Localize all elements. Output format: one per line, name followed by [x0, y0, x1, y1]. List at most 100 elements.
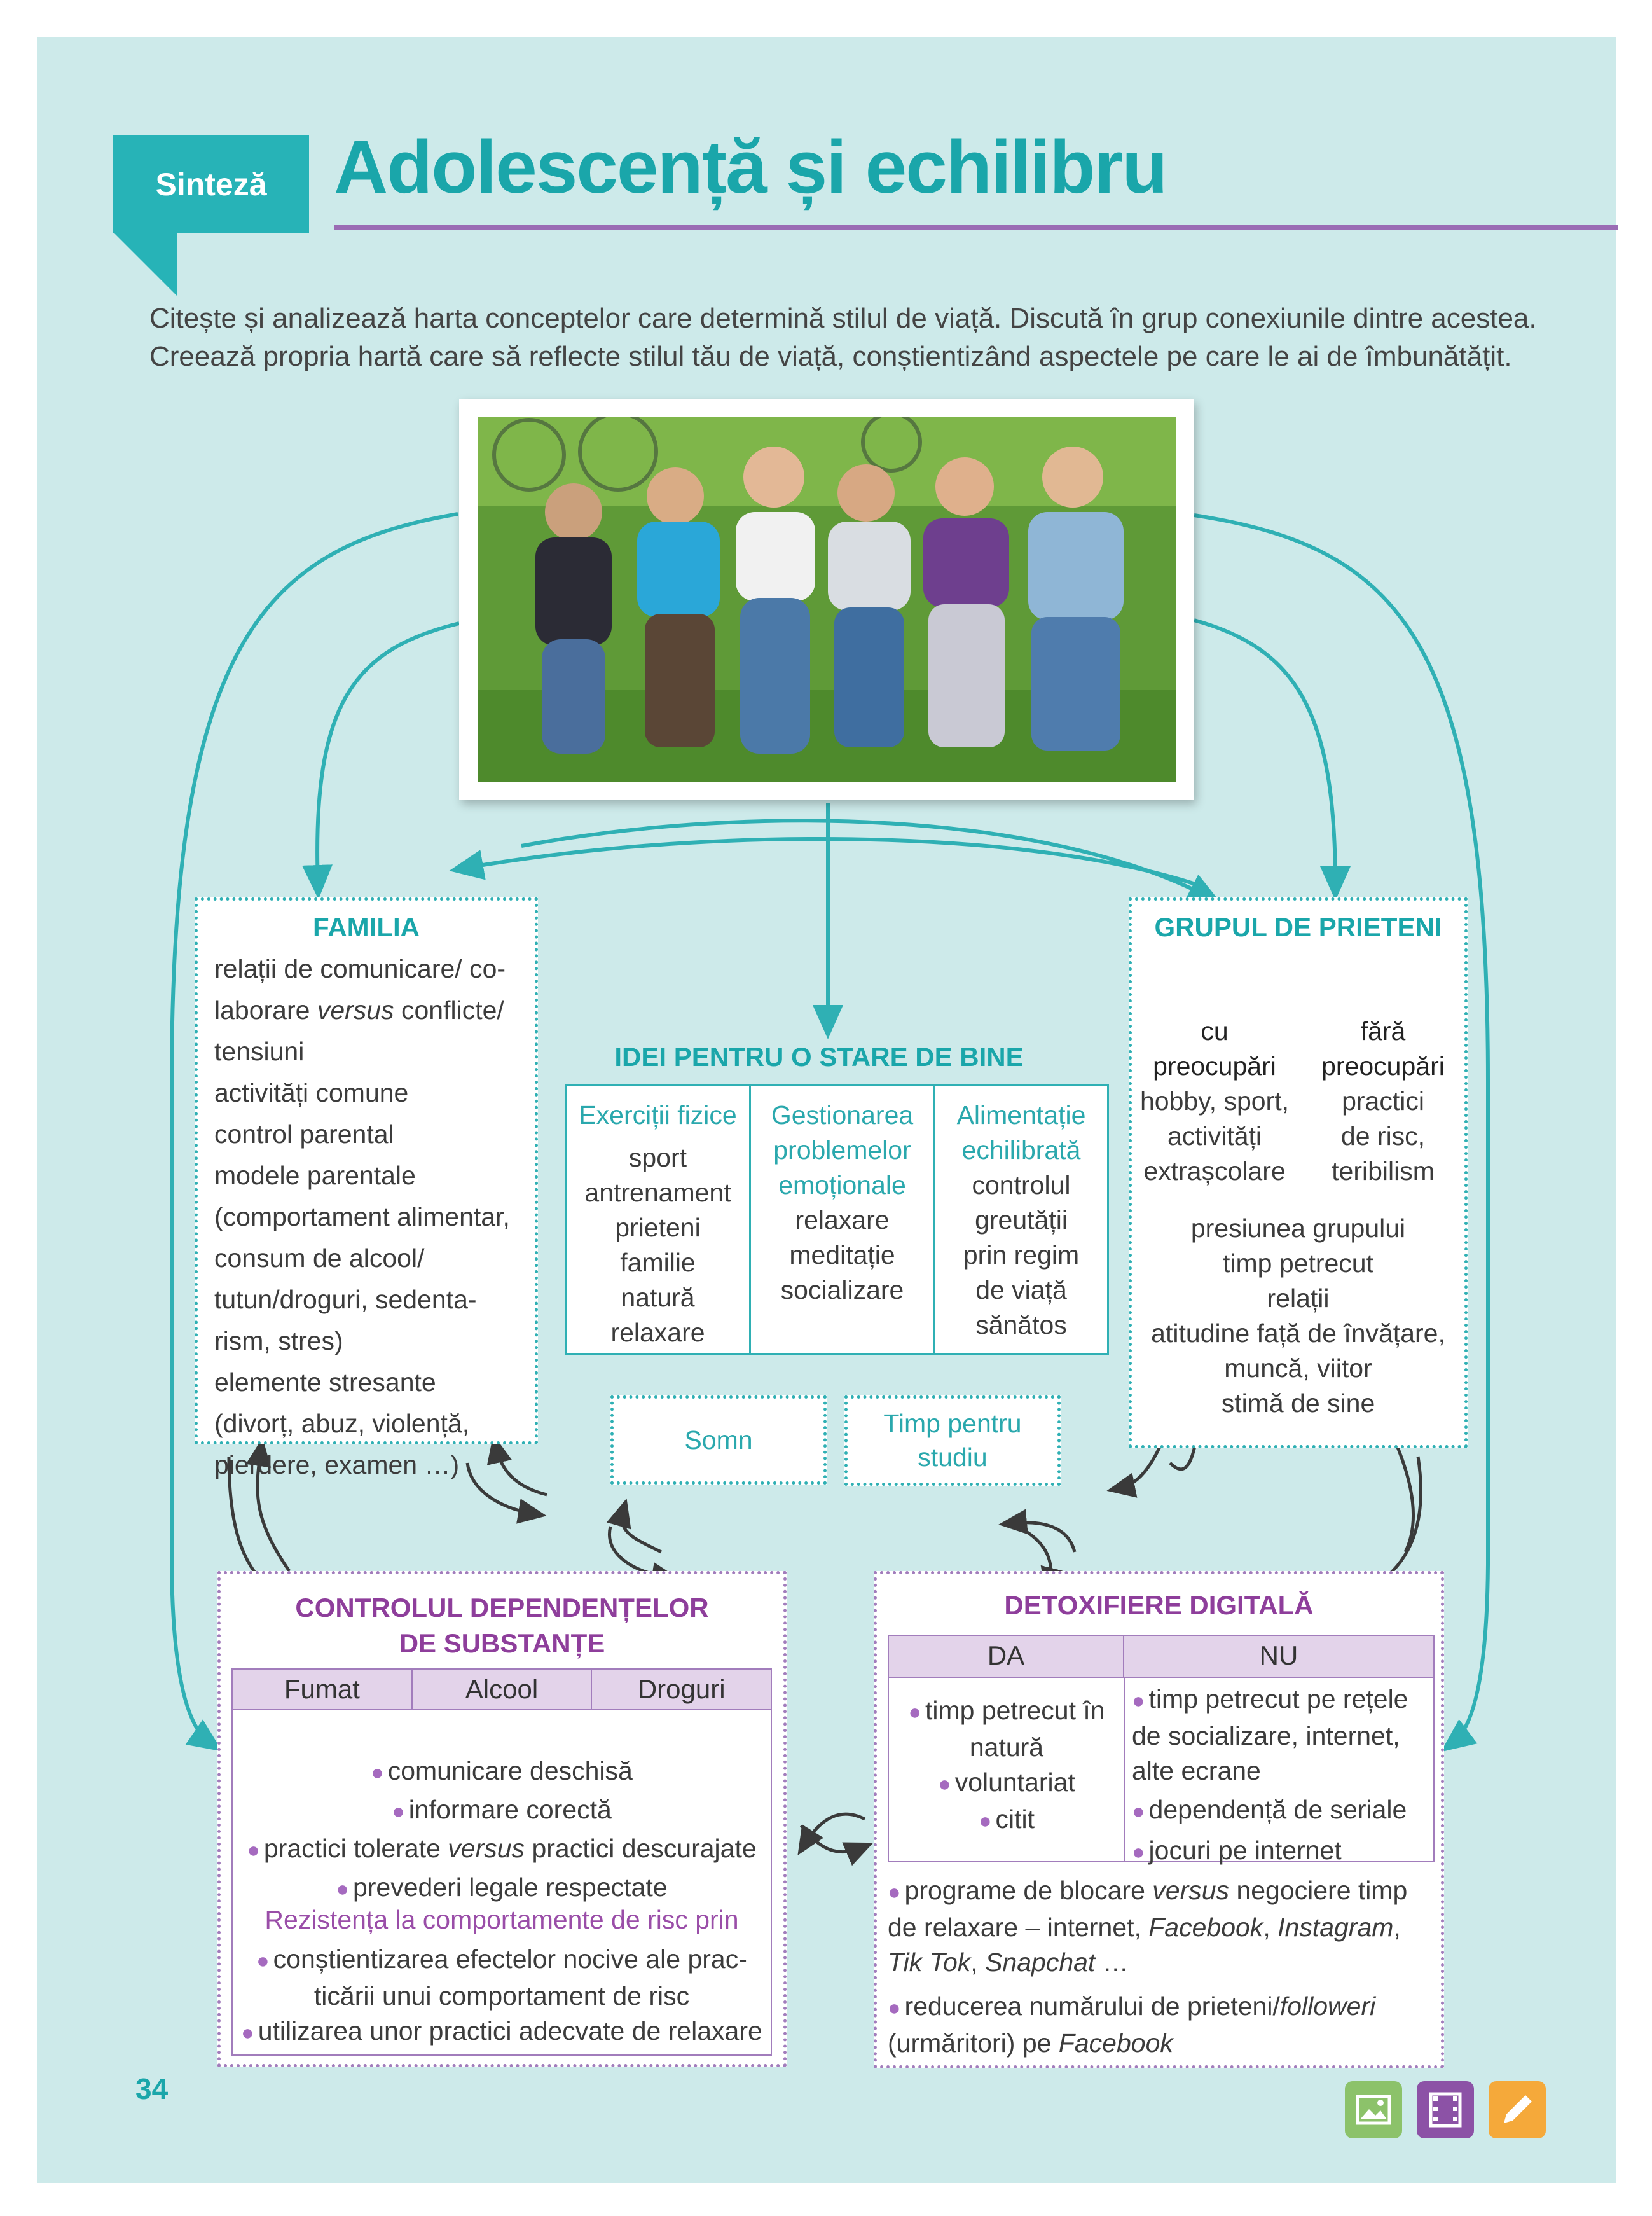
- image-icon[interactable]: [1345, 2081, 1402, 2138]
- familia-item-line: modele parentale: [214, 1161, 416, 1190]
- prieteni-item: relații: [1267, 1284, 1330, 1313]
- detox-nu-item-line: alte ecrane: [1132, 1756, 1261, 1785]
- prieteni-item: hobby, sport,: [1140, 1086, 1289, 1116]
- prieteni-title: GRUPUL DE PRIETENI: [1154, 912, 1442, 942]
- detox-bottom-item-line: ●programe de blocare versus negociere ti…: [888, 1876, 1408, 1905]
- prieteni-item: activități: [1167, 1121, 1262, 1151]
- familia-item-line: relații de comunicare/ co-: [214, 954, 506, 983]
- idei-item: relaxare: [795, 1205, 890, 1235]
- familia-item-line: elemente stresante: [214, 1368, 436, 1397]
- familia-list: relații de comunicare/ co-laborare versu…: [214, 952, 532, 1489]
- familia-item-line: pierdere, examen …): [214, 1450, 460, 1479]
- pencil-icon[interactable]: [1489, 2081, 1546, 2138]
- page-title: Adolescență și echilibru: [334, 125, 1167, 209]
- prieteni-col1-head2: preocupări: [1153, 1051, 1276, 1081]
- idei-title: IDEI PENTRU O STARE DE BINE: [614, 1042, 1024, 1072]
- idei-item: de viață: [975, 1275, 1067, 1305]
- somn-label: Somn: [684, 1425, 753, 1455]
- detox-da-item-line: natură: [969, 1733, 1044, 1762]
- idei-item: prin regim: [963, 1240, 1080, 1270]
- detox-nu-item: ●timp petrecut pe rețele de socializare, …: [1132, 1682, 1431, 1789]
- idei-item: sănătos: [975, 1310, 1067, 1340]
- studiu-line: studiu: [918, 1443, 988, 1472]
- control-box: CONTROLUL DEPENDENȚELOR DE SUBSTANȚE Fum…: [217, 1571, 787, 2067]
- detox-title: DETOXIFIERE DIGITALĂ: [1004, 1590, 1314, 1620]
- familia-item: activități comune: [214, 1076, 532, 1111]
- tag-tail: [113, 232, 177, 296]
- familia-item-line: activități comune: [214, 1078, 409, 1107]
- prieteni-item: de risc,: [1340, 1121, 1426, 1151]
- detox-nu-list: ●timp petrecut pe rețele de socializare, …: [1132, 1682, 1431, 1874]
- bullet-icon: ●: [938, 1772, 951, 1796]
- bullet-icon: ●: [392, 1799, 405, 1824]
- detox-col-da: DA: [889, 1636, 1124, 1678]
- detox-bottom-item-line: Tik Tok, Snapchat …: [888, 1948, 1129, 1977]
- detox-nu-item: ●dependență de seriale: [1132, 1792, 1431, 1829]
- detox-nu-item-line: de socializare, internet,: [1132, 1721, 1400, 1750]
- bullet-icon: ●: [371, 1761, 384, 1785]
- familia-item: elemente stresante(divorț, abuz, violenț…: [214, 1365, 532, 1483]
- familia-item-line: laborare versus conflicte/: [214, 995, 504, 1025]
- idei-head-line: emoționale: [778, 1170, 906, 1200]
- control-bullet: ●prevederi legale respectate: [231, 1869, 772, 1908]
- detox-da-item-line: ●voluntariat: [938, 1768, 1075, 1797]
- idei-item: greutății: [975, 1205, 1068, 1235]
- idei-item: meditație: [789, 1240, 895, 1270]
- familia-box: FAMILIA relații de comunicare/ co-labora…: [195, 897, 538, 1479]
- intro-line-2: Creează propria hartă care să reflecte s…: [149, 341, 1512, 372]
- page-number: 34: [135, 2072, 169, 2105]
- section-tag: Sinteză: [113, 135, 309, 233]
- film-icon[interactable]: [1417, 2081, 1474, 2138]
- idei-item: sport: [628, 1143, 687, 1172]
- detox-nu-item-line: ●dependență de seriale: [1132, 1795, 1407, 1824]
- prieteni-item: presiunea grupului: [1190, 1214, 1406, 1243]
- idei-item: antrenament: [584, 1178, 731, 1207]
- idei-item: prieteni: [615, 1213, 701, 1242]
- familia-item: (comportament alimentar,consum de alcool…: [214, 1200, 532, 1359]
- bullet-icon: ●: [1132, 1689, 1145, 1713]
- control-bullet-line: ●prevederi legale respectate: [336, 1873, 668, 1902]
- teenagers-photo: [478, 417, 1176, 782]
- familia-item-line: tutun/droguri, sedenta-: [214, 1285, 477, 1314]
- detox-bottom-item-line: (urmăritori) pe Facebook: [888, 2028, 1173, 2058]
- familia-item: modele parentale: [214, 1158, 532, 1193]
- detox-divider: [1124, 1678, 1125, 1861]
- bullet-icon: ●: [256, 1949, 270, 1973]
- detox-bottom-item-line: de relaxare – internet, Facebook, Instag…: [888, 1913, 1401, 1942]
- idei-head-line: Gestionarea: [771, 1100, 914, 1130]
- familia-item: control parental: [214, 1117, 532, 1152]
- detox-bottom-list: ●programe de blocare versus negociere ti…: [888, 1873, 1435, 2070]
- detox-nu-item-line: ●timp petrecut pe rețele: [1132, 1684, 1408, 1714]
- familia-item-line: control parental: [214, 1119, 394, 1149]
- idei-head-line: Alimentație: [956, 1100, 1086, 1130]
- control-bullet2: ●utilizarea unor practici adecvate de re…: [231, 2014, 772, 2051]
- familia-item: relații de comunicare/ co-laborare versu…: [214, 952, 532, 1069]
- control-bullet: ●practici tolerate versus practici descu…: [231, 1830, 772, 1869]
- idei-column-exercitii: Exerciții fizice sport antrenament prieten…: [567, 1086, 751, 1353]
- title-underline: [334, 225, 1618, 230]
- control-bullet2-line: ticării unui comportament de risc: [313, 1981, 690, 2011]
- control-header-cell: Fumat: [231, 1668, 413, 1710]
- detox-bottom-item: ●programe de blocare versus negociere ti…: [888, 1873, 1435, 1980]
- control-bullet-line: ●informare corectă: [392, 1795, 612, 1824]
- bullet-icon: ●: [247, 1838, 260, 1862]
- idei-item: socializare: [780, 1275, 904, 1305]
- control-bullets2: ●conștientizarea efectelor nocive ale pr…: [231, 1942, 772, 2051]
- bullet-icon: ●: [888, 1880, 901, 1904]
- prieteni-item: atitudine față de învățare,: [1151, 1319, 1445, 1348]
- detox-col-nu: NU: [1124, 1636, 1433, 1678]
- control-bullet-line: ●practici tolerate versus practici descu…: [247, 1834, 757, 1863]
- detox-nu-item: ●jocuri pe internet: [1132, 1833, 1431, 1870]
- idei-col1-head: Exerciții fizice: [579, 1100, 737, 1130]
- idei-item: natură: [621, 1283, 695, 1312]
- control-header-cell: Droguri: [592, 1668, 773, 1710]
- control-bullet-line: ●comunicare deschisă: [371, 1756, 633, 1785]
- prieteni-box: GRUPUL DE PRIETENI cu preocupări hobby, …: [1129, 897, 1468, 1448]
